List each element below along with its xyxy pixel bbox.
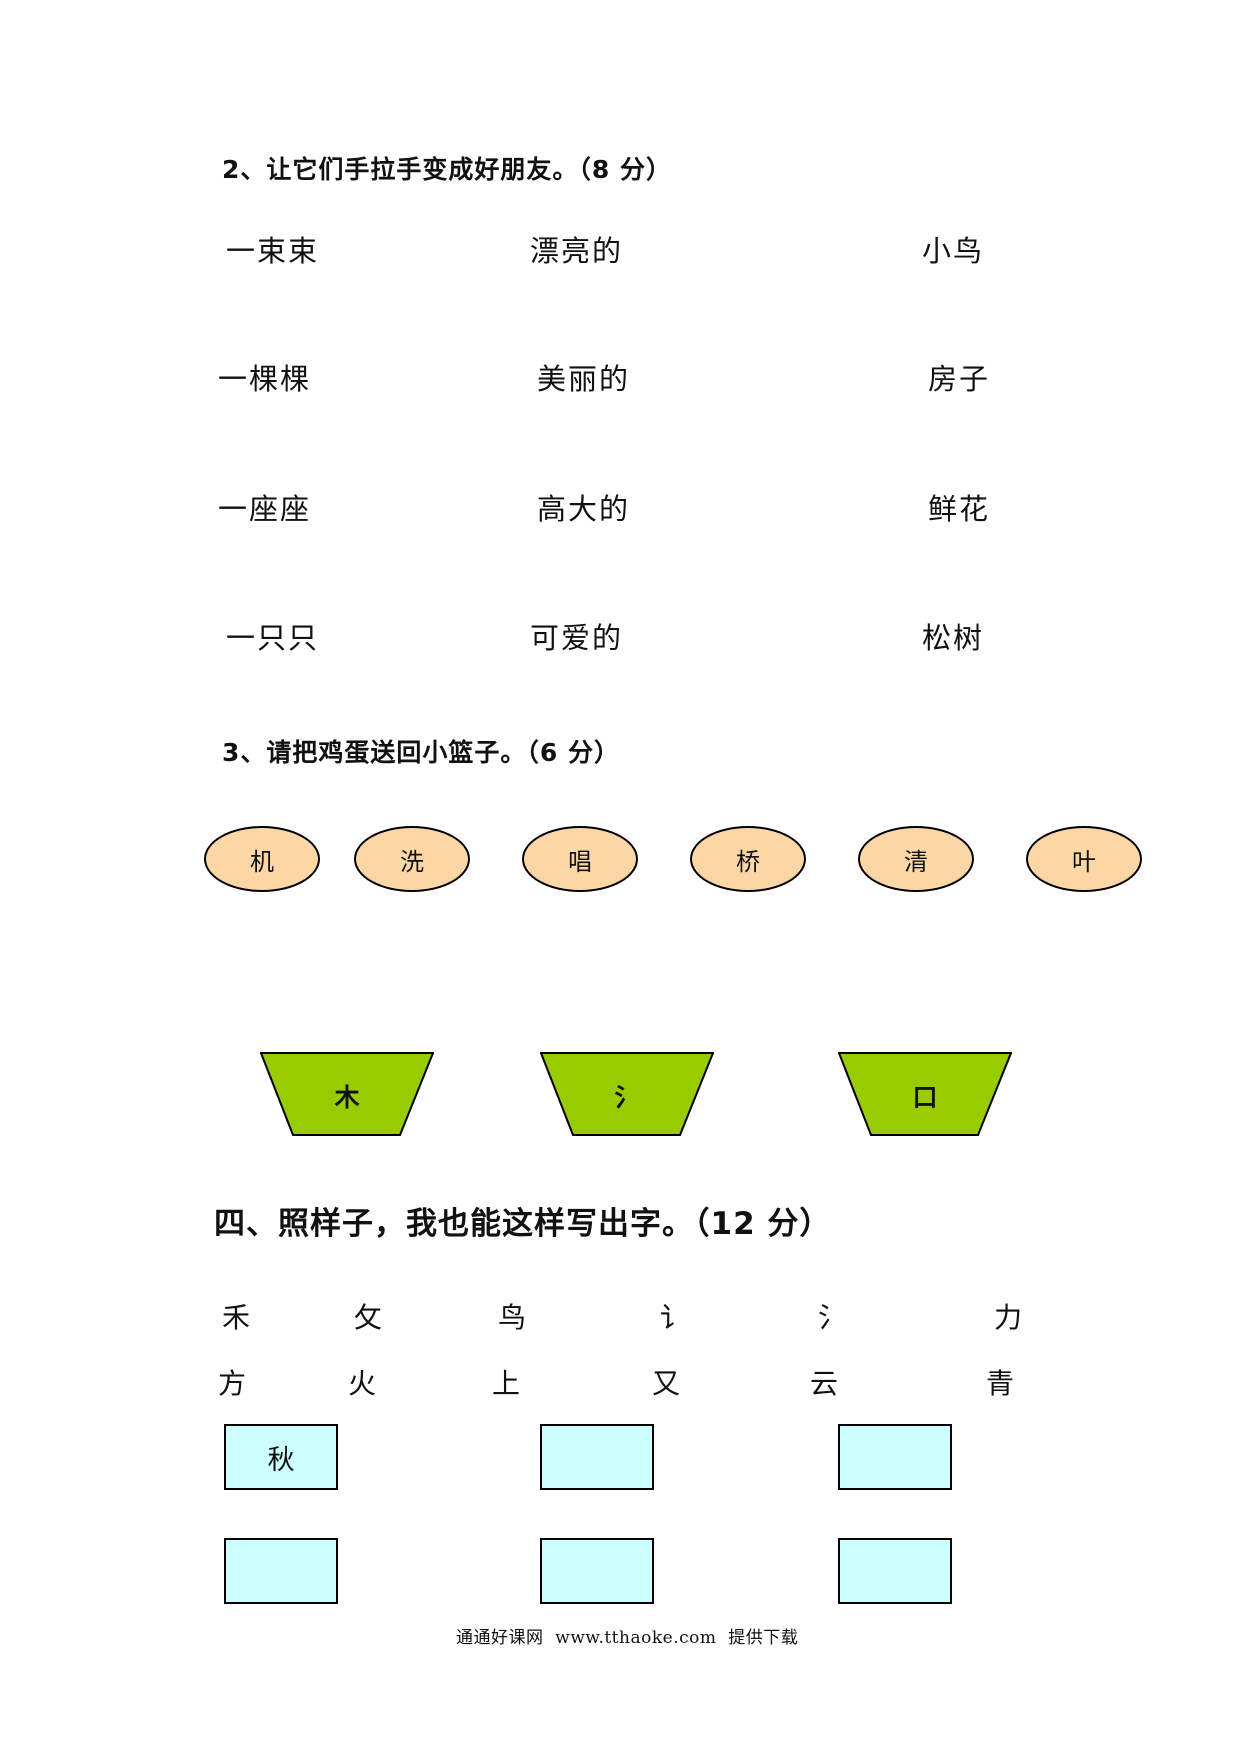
egg-oval[interactable]: 叶 xyxy=(1026,826,1142,892)
component-char: 上 xyxy=(492,1367,521,1400)
basket-label: 木 xyxy=(334,1083,360,1112)
q2-col2-item: 高大的 xyxy=(537,492,631,526)
egg-oval[interactable]: 机 xyxy=(204,826,320,892)
component-char: 鸟 xyxy=(498,1301,527,1334)
answer-box[interactable] xyxy=(540,1538,654,1604)
egg-oval[interactable]: 唱 xyxy=(522,826,638,892)
answer-box[interactable] xyxy=(838,1424,952,1490)
basket-shape xyxy=(539,1052,715,1136)
component-char: 攵 xyxy=(354,1301,383,1334)
component-char: 讠 xyxy=(660,1301,689,1334)
component-char: 青 xyxy=(986,1367,1015,1400)
basket-label: 氵 xyxy=(614,1083,640,1112)
q2-col1-item: 一棵棵 xyxy=(218,362,312,396)
answer-box[interactable] xyxy=(838,1538,952,1604)
basket-mu[interactable]: 木 xyxy=(259,1052,435,1136)
q2-col3-item: 松树 xyxy=(922,621,985,655)
q2-col1-item: 一只只 xyxy=(226,621,320,655)
question-3-title: 3、请把鸡蛋送回小篮子。（6 分） xyxy=(222,738,620,767)
component-char: 又 xyxy=(652,1367,681,1400)
footer-credit: 通通好课网 www.tthaoke.com 提供下载 xyxy=(456,1628,799,1648)
answer-box[interactable]: 秋 xyxy=(224,1424,338,1490)
q2-col3-item: 小鸟 xyxy=(922,234,985,268)
q2-col2-item: 可爱的 xyxy=(530,621,624,655)
component-char: 火 xyxy=(348,1367,377,1400)
q2-col2-item: 漂亮的 xyxy=(530,234,624,268)
basket-shape xyxy=(837,1052,1013,1136)
section-4-title: 四、照样子，我也能这样写出字。（12 分） xyxy=(214,1206,832,1242)
q2-col3-item: 鲜花 xyxy=(928,492,991,526)
component-char: 氵 xyxy=(818,1301,847,1334)
component-char: 禾 xyxy=(222,1301,251,1334)
component-char: 云 xyxy=(810,1367,839,1400)
egg-oval[interactable]: 洗 xyxy=(354,826,470,892)
q2-col2-item: 美丽的 xyxy=(537,362,631,396)
component-char: 力 xyxy=(994,1301,1023,1334)
egg-oval[interactable]: 桥 xyxy=(690,826,806,892)
component-char: 方 xyxy=(218,1367,247,1400)
q2-col1-item: 一座座 xyxy=(218,492,312,526)
answer-box[interactable] xyxy=(224,1538,338,1604)
basket-label: 口 xyxy=(912,1083,938,1112)
egg-oval[interactable]: 清 xyxy=(858,826,974,892)
question-2-title: 2、让它们手拉手变成好朋友。（8 分） xyxy=(222,155,672,184)
basket-mouth[interactable]: 口 xyxy=(837,1052,1013,1136)
basket-shape xyxy=(259,1052,435,1136)
answer-box[interactable] xyxy=(540,1424,654,1490)
basket-water-radical[interactable]: 氵 xyxy=(539,1052,715,1136)
q2-col3-item: 房子 xyxy=(928,362,991,396)
q2-col1-item: 一束束 xyxy=(226,234,320,268)
